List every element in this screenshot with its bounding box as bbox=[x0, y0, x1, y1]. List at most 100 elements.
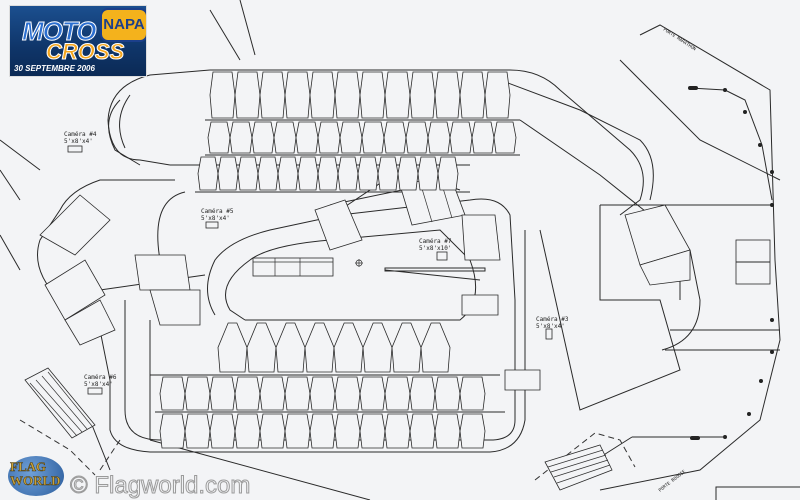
legend-box bbox=[715, 486, 800, 500]
camera-3: Caméra #3 5'x8'x4' bbox=[536, 316, 569, 340]
jump-block bbox=[384, 413, 411, 449]
logo-cross: CROSS bbox=[45, 39, 125, 65]
stadium-wall bbox=[0, 0, 371, 500]
jump-block bbox=[309, 376, 336, 411]
jump-block bbox=[459, 376, 486, 411]
jump-block bbox=[234, 413, 261, 449]
jump-block bbox=[234, 71, 261, 119]
jump-block bbox=[317, 156, 339, 191]
jump-block bbox=[284, 413, 311, 449]
motocross-logo: MOTO CROSS NAPA 30 SEPTEMBRE 2006 bbox=[9, 5, 147, 77]
camera-7-label: Caméra #7 bbox=[419, 238, 452, 245]
jump-block bbox=[420, 322, 451, 373]
camera-4-label: Caméra #4 bbox=[64, 131, 97, 138]
jump-block bbox=[359, 413, 386, 449]
gate-bottom-label: PORTE BOOGIE bbox=[658, 469, 688, 494]
jump-block bbox=[237, 156, 259, 191]
left-sweep-jumps bbox=[39, 194, 691, 391]
jump-block bbox=[159, 376, 186, 411]
center-crosshair-icon bbox=[355, 259, 363, 267]
right-stand-wall bbox=[600, 87, 780, 351]
camera-5-size: 5'x8'x4' bbox=[201, 215, 230, 222]
jump-block bbox=[459, 71, 486, 119]
track-outer bbox=[37, 69, 644, 453]
jump-block bbox=[377, 156, 399, 191]
jump-block bbox=[284, 376, 311, 411]
jump-block bbox=[184, 376, 211, 411]
camera-5-label: Caméra #5 bbox=[201, 208, 234, 215]
jump-block bbox=[359, 376, 386, 411]
bleachers-left bbox=[24, 367, 96, 439]
jump-block bbox=[361, 121, 385, 154]
jump-block bbox=[471, 121, 495, 154]
camera-5-icon bbox=[205, 221, 219, 229]
camera-5: Caméra #5 5'x8'x4' bbox=[201, 208, 234, 229]
jump-block bbox=[309, 413, 336, 449]
camera-6: Caméra #6 5'x8'x4' bbox=[84, 374, 117, 395]
jump-block bbox=[339, 121, 363, 154]
jump-block bbox=[409, 71, 436, 119]
camera-7-icon bbox=[436, 251, 448, 261]
jump-block bbox=[295, 121, 319, 154]
jump-block bbox=[246, 322, 277, 373]
jump-block bbox=[334, 71, 361, 119]
jump-block bbox=[417, 156, 439, 191]
jump-block bbox=[391, 322, 422, 373]
jump-block bbox=[277, 156, 299, 191]
jump-block bbox=[251, 121, 275, 154]
jump-block bbox=[409, 413, 436, 449]
camera-3-icon bbox=[545, 328, 553, 340]
jump-block bbox=[309, 71, 336, 119]
diagonal-jump-1 bbox=[314, 199, 363, 251]
stadium-outer-wall bbox=[599, 24, 781, 491]
rhythm-section bbox=[252, 257, 334, 277]
jump-block bbox=[209, 413, 236, 449]
jump-block bbox=[259, 413, 286, 449]
event-date: 30 SEPTEMBRE 2006 bbox=[14, 64, 95, 73]
camera-6-icon bbox=[87, 387, 103, 395]
jump-block bbox=[359, 71, 386, 119]
jump-block bbox=[257, 156, 279, 191]
jump-block bbox=[409, 376, 436, 411]
jump-block bbox=[304, 322, 335, 373]
gate-marathon-label: PORTE MARATHON bbox=[662, 27, 697, 53]
jump-block bbox=[405, 121, 429, 154]
flagworld-emblem: FLAG WORLD bbox=[10, 459, 61, 488]
jump-block bbox=[427, 121, 451, 154]
jump-block bbox=[207, 121, 231, 154]
jump-block bbox=[159, 413, 186, 449]
jump-block bbox=[275, 322, 306, 373]
jump-block bbox=[259, 376, 286, 411]
globe-icon bbox=[8, 456, 64, 496]
jump-block bbox=[362, 322, 393, 373]
jump-block bbox=[317, 121, 341, 154]
jump-block bbox=[437, 156, 459, 191]
jump-block bbox=[234, 376, 261, 411]
jump-block bbox=[184, 413, 211, 449]
jump-block bbox=[217, 156, 239, 191]
watermark-text: © Flagworld.com bbox=[69, 472, 251, 500]
jump-block bbox=[384, 71, 411, 119]
napa-logo: NAPA bbox=[100, 8, 146, 42]
jump-block bbox=[209, 71, 236, 119]
camera-4-icon bbox=[67, 145, 83, 153]
jump-block bbox=[337, 156, 359, 191]
bleachers-bottom bbox=[544, 444, 613, 491]
jump-block bbox=[273, 121, 297, 154]
camera-4-size: 5'x8'x4' bbox=[64, 138, 93, 145]
jump-block bbox=[357, 156, 379, 191]
jump-block bbox=[217, 322, 248, 373]
jump-block bbox=[297, 156, 319, 191]
jump-block bbox=[434, 376, 461, 411]
jump-block bbox=[209, 376, 236, 411]
jump-block bbox=[384, 376, 411, 411]
jump-block bbox=[334, 376, 361, 411]
camera-6-size: 5'x8'x4' bbox=[84, 381, 113, 388]
logo-moto: MOTO bbox=[22, 16, 98, 47]
jump-block bbox=[383, 121, 407, 154]
jump-block bbox=[397, 156, 419, 191]
jump-block bbox=[334, 413, 361, 449]
track-inner-loop bbox=[157, 119, 520, 321]
jump-block bbox=[333, 322, 364, 373]
